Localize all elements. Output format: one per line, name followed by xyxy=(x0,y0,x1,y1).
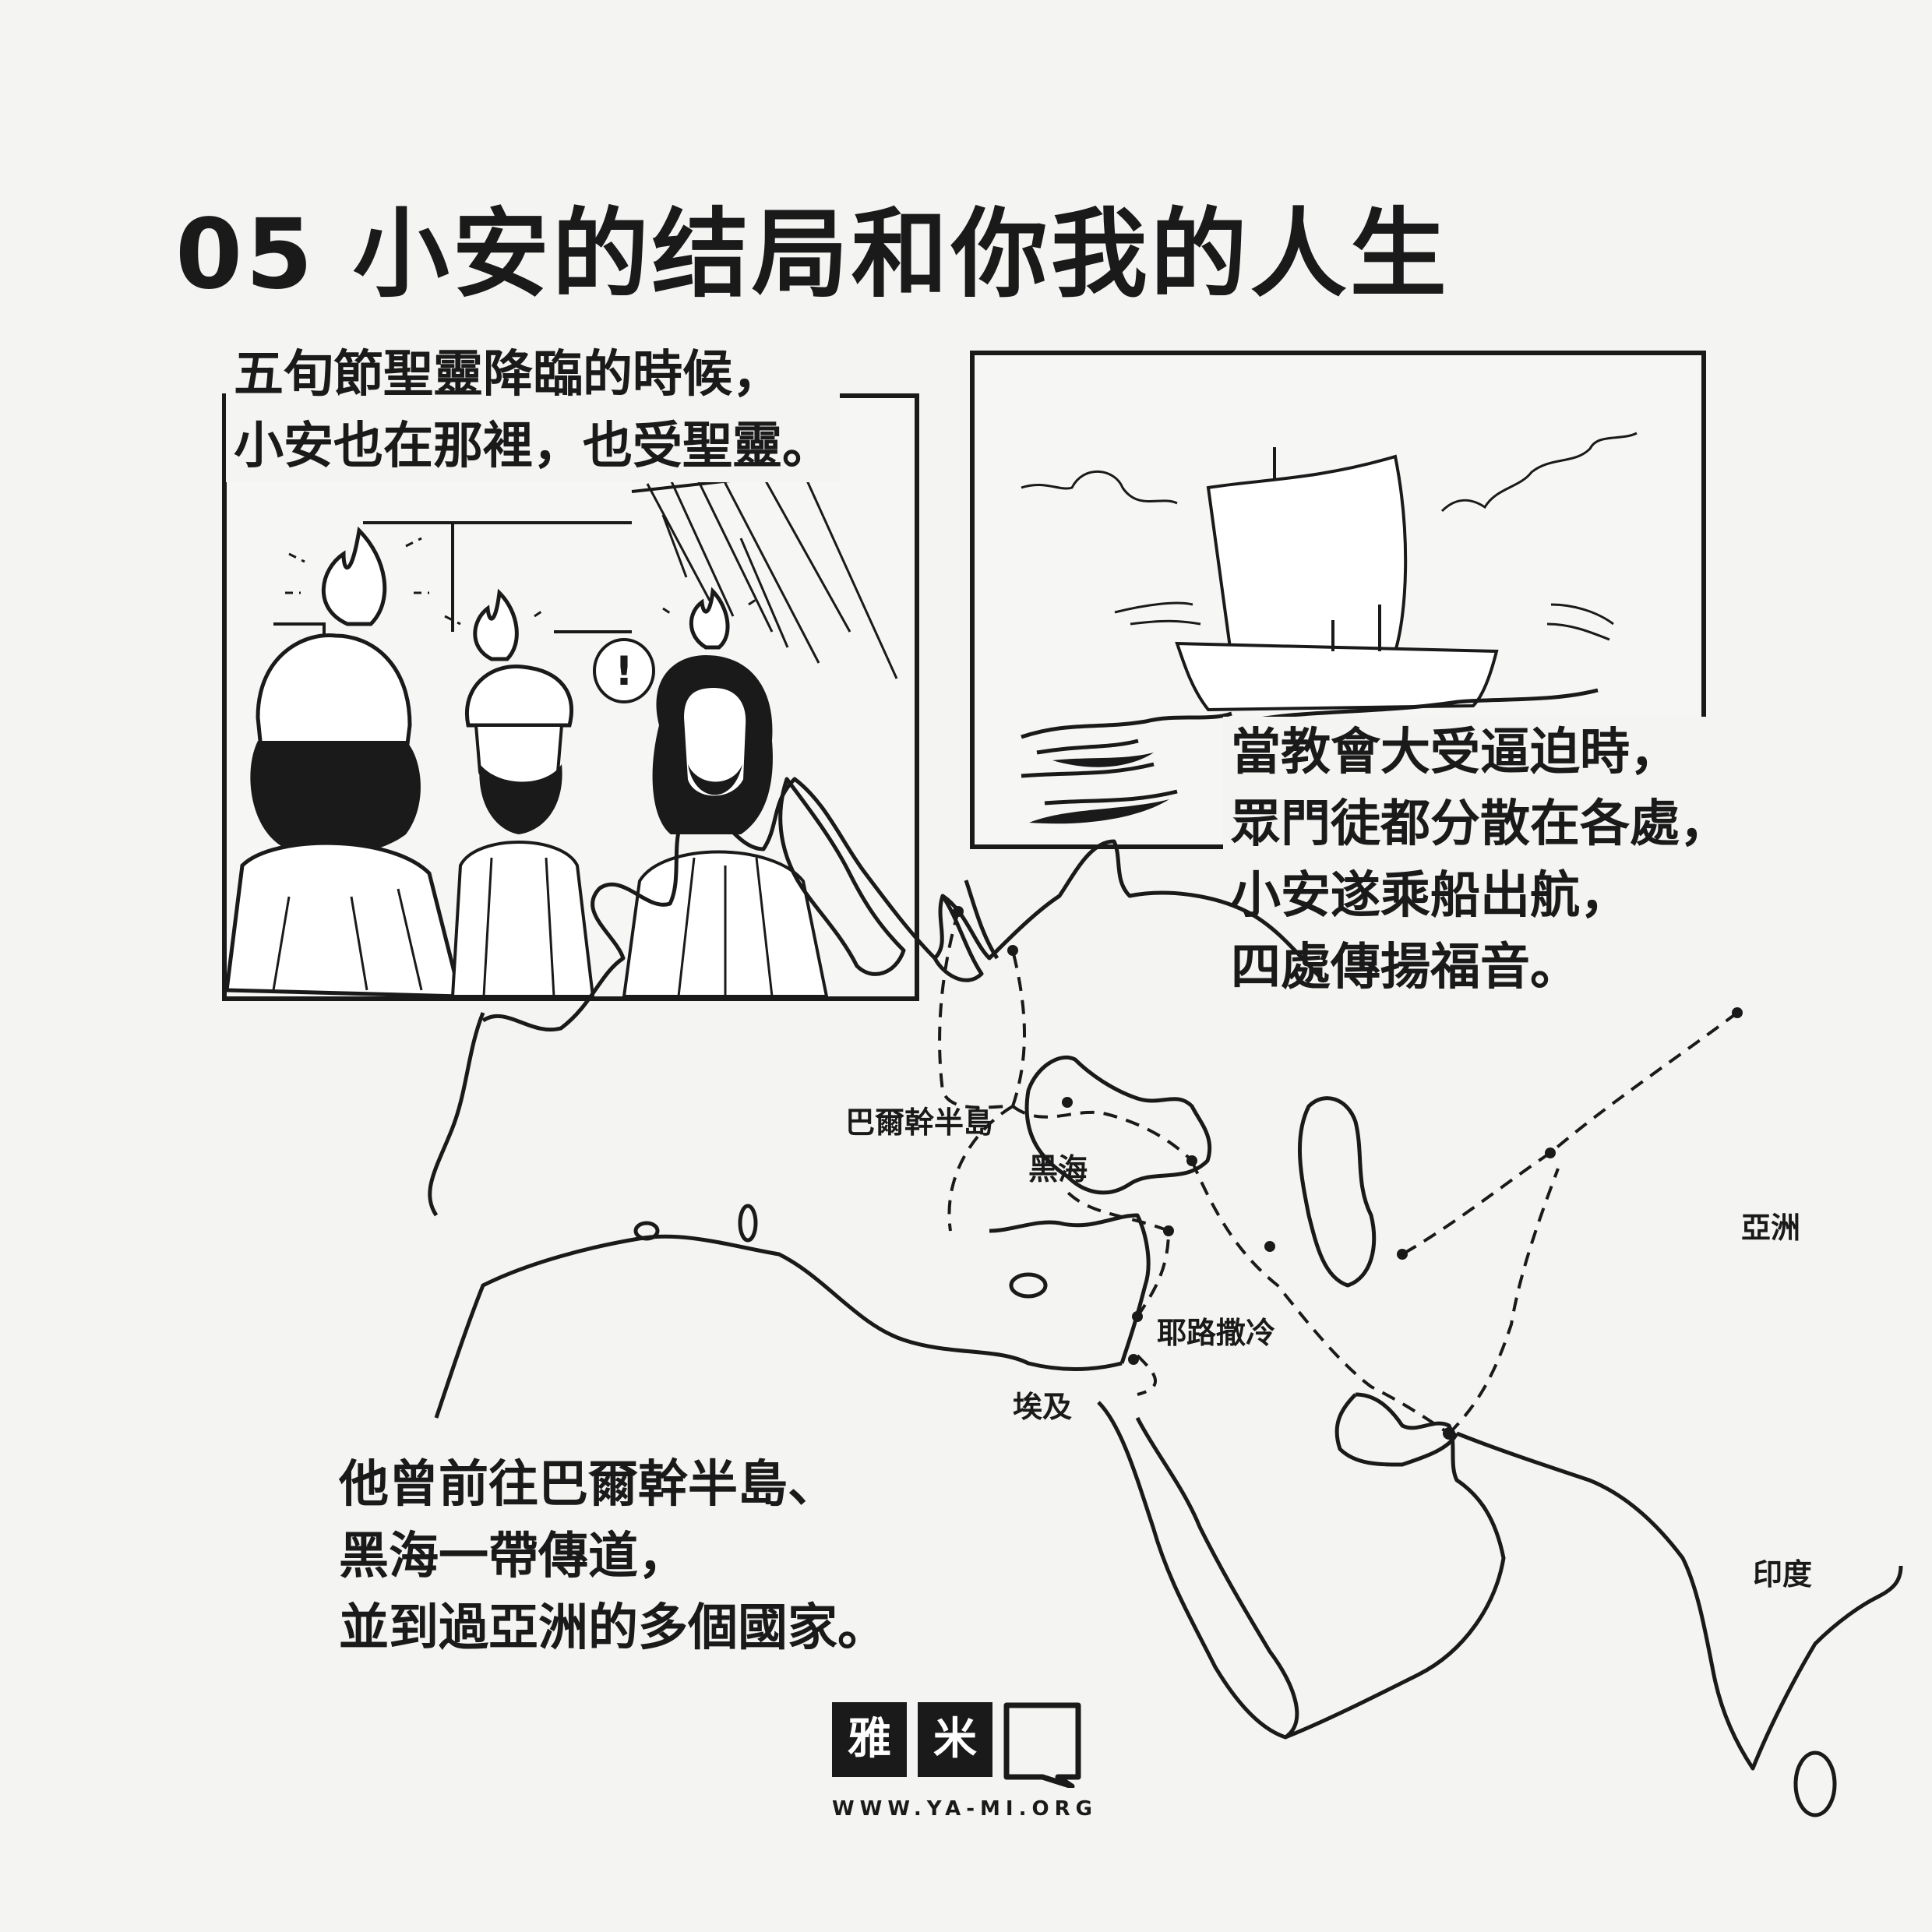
disciple-back-figure xyxy=(224,633,464,999)
journey-routes xyxy=(938,911,1739,1435)
exclamation-text: ! xyxy=(615,648,633,695)
north-africa-coastline xyxy=(434,1234,1123,1419)
europe-coastline xyxy=(481,777,1326,1032)
ship-icon xyxy=(1175,447,1499,712)
pentecost-caption: 五旬節聖靈降臨的時候， 小安也在那裡，也受聖靈。 xyxy=(226,339,840,482)
gulf-coastline xyxy=(1334,1393,1459,1467)
scattered-caption: 當教會大受逼迫時， 眾門徒都分散在各處， 小安遂乘船出航， 四處傳揚福音。 xyxy=(1223,717,1737,1003)
caption-line: 眾門徒都分散在各處， xyxy=(1231,795,1729,853)
caption-line: 並到過亞洲的多個國家。 xyxy=(339,1599,887,1657)
caption-line: 小安也在那裡，也受聖靈。 xyxy=(234,418,832,475)
caspian-outline xyxy=(1298,1096,1377,1288)
yami-logo: 雅米 WWW.YA-MI.ORG xyxy=(832,1702,1098,1821)
caption-line: 小安遂乘船出航， xyxy=(1231,867,1630,925)
sri-lanka-outline xyxy=(1793,1750,1837,1817)
caption-line: 黑海一帶傳道， xyxy=(339,1528,688,1585)
caption-line: 五旬節聖靈降臨的時候， xyxy=(234,346,782,404)
disciple-turban-figure xyxy=(450,664,595,998)
map-label-black-sea: 黑海 xyxy=(1028,1152,1088,1186)
india-coastline xyxy=(1456,1431,1903,1771)
caption-line: 四處傳揚福音。 xyxy=(1231,939,1580,996)
caption-line: 他曾前往巴爾幹半島、 xyxy=(339,1456,837,1514)
journey-stops xyxy=(953,906,1743,1440)
exclamation-bubble: ! xyxy=(593,638,655,703)
logo-url[interactable]: WWW.YA-MI.ORG xyxy=(832,1797,1098,1821)
balkan-coastline xyxy=(933,894,984,982)
pentecost-panel: ! xyxy=(222,393,919,1001)
map-label-asia: 亞洲 xyxy=(1741,1211,1801,1245)
map-label-jerusalem: 耶路撒冷 xyxy=(1157,1316,1276,1350)
red-sea-coastline xyxy=(1097,1401,1299,1740)
map-label-balkan: 巴爾幹半島 xyxy=(845,1105,994,1140)
speech-bubble-icon xyxy=(1003,1702,1081,1789)
italy-coastline xyxy=(778,777,906,976)
black-sea-outline xyxy=(1024,1055,1212,1195)
flame-icon xyxy=(321,526,730,661)
arabia-coastline xyxy=(1285,1392,1506,1740)
page-title: 05 小安的结局和你我的人生 xyxy=(175,199,1450,311)
journeys-caption: 他曾前往巴爾幹半島、 黑海一帶傳道， 並到過亞洲的多個國家。 xyxy=(331,1449,895,1664)
map-label-india: 印度 xyxy=(1753,1557,1813,1592)
ship-illustration xyxy=(1021,432,1638,824)
logo-char-mi: 米 xyxy=(918,1702,992,1777)
logo-char-ya: 雅 xyxy=(832,1702,907,1777)
caption-line: 當教會大受逼迫時， xyxy=(1231,724,1680,781)
map-label-egypt: 埃及 xyxy=(1013,1390,1073,1424)
